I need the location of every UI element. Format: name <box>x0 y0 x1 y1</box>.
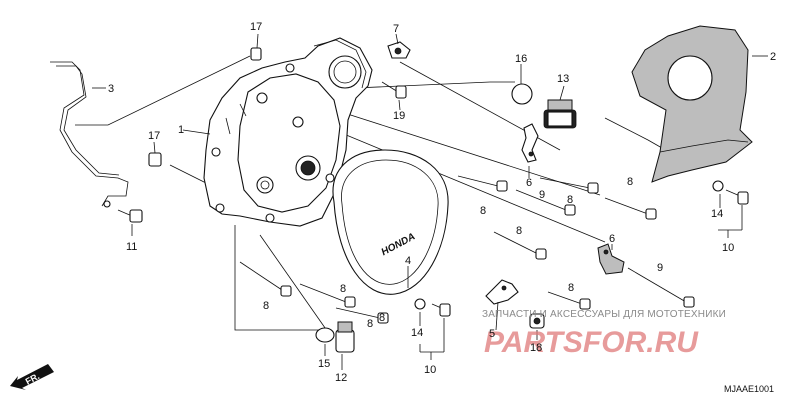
filler-plug <box>543 99 577 129</box>
callout-10-right: 10 <box>722 242 734 254</box>
wire-stay <box>50 61 129 208</box>
left-crankcase-cover <box>203 37 373 227</box>
callout-6-lower: 6 <box>609 233 615 245</box>
stay-bracket-lower <box>597 243 625 275</box>
watermark: ЗАПЧАСТИ И АКСЕССУАРЫ ДЛЯ МОТОТЕХНИКИ PA… <box>482 309 726 359</box>
sealing-washer <box>315 327 335 343</box>
drain-plug <box>335 321 355 353</box>
front-arrow: FR. <box>10 364 54 390</box>
callout-6-upper: 6 <box>526 177 532 189</box>
callout-8-i: 8 <box>379 312 385 324</box>
watermark-logo: PARTSFOR.RU <box>484 326 699 359</box>
callout-8-a: 8 <box>480 205 486 217</box>
dowel-pins <box>148 47 262 167</box>
stay-bracket-upper <box>521 123 539 163</box>
callout-17-left: 17 <box>148 130 160 142</box>
callout-16: 16 <box>515 53 527 65</box>
bolt-19 <box>381 81 407 99</box>
callout-9-a: 9 <box>539 189 545 201</box>
callout-17-top: 17 <box>250 21 262 33</box>
callout-1: 1 <box>178 124 184 136</box>
watermark-slogan: ЗАПЧАСТИ И АКСЕССУАРЫ ДЛЯ МОТОТЕХНИКИ <box>482 309 726 320</box>
callout-8-c: 8 <box>627 176 633 188</box>
flange-bolts <box>239 175 695 324</box>
callout-8-b: 8 <box>567 194 573 206</box>
front-arrow-icon <box>10 364 54 390</box>
small-bolts <box>117 180 749 329</box>
callout-2: 2 <box>770 51 776 63</box>
callout-18: 18 <box>530 342 542 354</box>
callout-14-right: 14 <box>711 208 723 220</box>
callout-labels: 1 2 3 4 5 6 6 7 8 8 8 8 8 8 8 8 8 9 9 10… <box>108 21 776 384</box>
diagram-code: MJAAE1001 <box>724 384 774 394</box>
callout-8-g: 8 <box>340 283 346 295</box>
callout-3: 3 <box>108 83 114 95</box>
outer-cover: HONDA <box>332 149 449 295</box>
grommet <box>387 41 411 59</box>
sprocket-cover <box>631 25 753 183</box>
callout-19: 19 <box>393 110 405 122</box>
callout-9-b: 9 <box>657 262 663 274</box>
callout-14-bottom: 14 <box>411 327 423 339</box>
callout-7: 7 <box>393 23 399 35</box>
callout-8-d: 8 <box>516 225 522 237</box>
o-ring <box>511 83 533 105</box>
callout-15: 15 <box>318 358 330 370</box>
callout-4: 4 <box>405 255 411 267</box>
callout-13: 13 <box>557 73 569 85</box>
stay-bracket-5 <box>485 279 519 305</box>
callout-5: 5 <box>489 328 495 340</box>
callout-8-h: 8 <box>367 318 373 330</box>
callout-8-e: 8 <box>568 282 574 294</box>
callout-12: 12 <box>335 372 347 384</box>
callout-10-bottom: 10 <box>424 364 436 376</box>
leader-lines <box>92 33 768 370</box>
callout-8-f: 8 <box>263 300 269 312</box>
callout-11: 11 <box>126 241 137 253</box>
